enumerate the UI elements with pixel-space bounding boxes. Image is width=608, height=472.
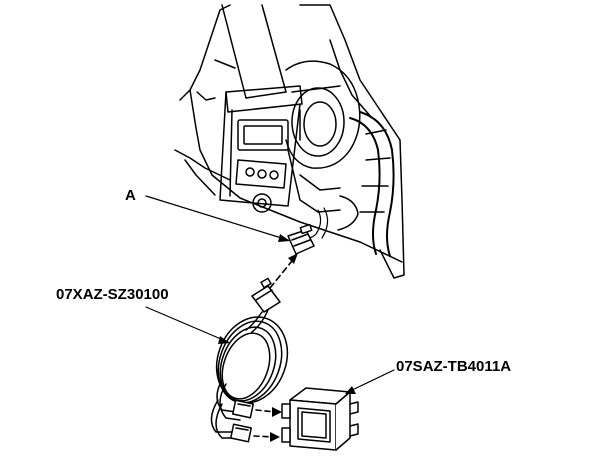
leader-arrow-a (278, 234, 290, 242)
control-module (281, 387, 359, 451)
leader-line-module (347, 369, 395, 393)
insertion-arrowhead-module-lower (270, 432, 280, 442)
insertion-arrow-module-lower (253, 435, 275, 438)
leader-line-harness (145, 306, 229, 343)
leader-arrow-harness (218, 336, 230, 344)
leader-line-a (145, 195, 289, 241)
insertion-arrowhead-harness (288, 253, 298, 264)
seat-belt-webbing (221, 4, 287, 99)
callout-label-a: A (125, 187, 136, 204)
leader-arrow-module (345, 386, 356, 394)
seat-belt-retractor (219, 60, 361, 213)
adapter-harness (210, 277, 289, 443)
vehicle-harness-bundle (337, 111, 395, 257)
callout-label-module-part-number: 07SAZ-TB4011A (396, 358, 512, 375)
insertion-arrow-module-upper (255, 409, 277, 413)
callout-label-harness-part-number: 07XAZ-SZ30100 (56, 286, 169, 303)
connector-a (287, 207, 329, 255)
vehicle-body-panel (174, 4, 405, 279)
insertion-arrowhead-module-upper (272, 407, 282, 417)
